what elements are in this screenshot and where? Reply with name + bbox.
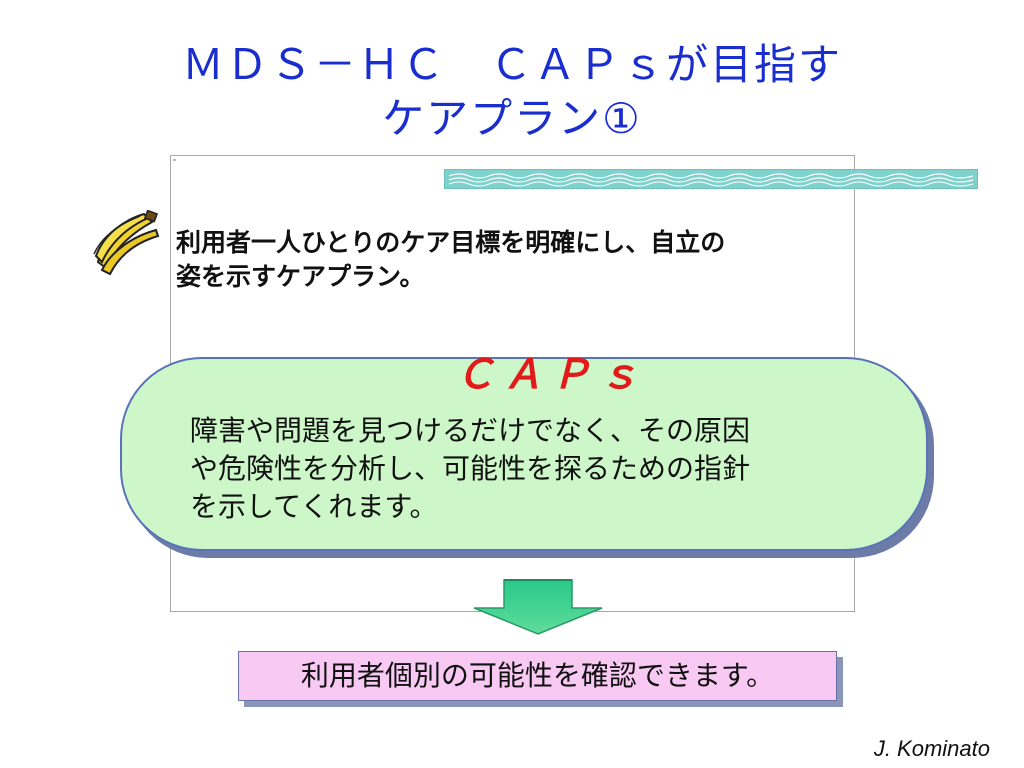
caps-explanation-line-1: 障害や問題を見つけるだけでなく、その原因 — [190, 414, 751, 447]
intro-line-2: 姿を示すケアプラン。 — [176, 262, 425, 291]
intro-line-1: 利用者一人ひとりのケア目標を明確にし、自立の — [176, 228, 726, 257]
slide-title-line-2: ケアプラン① — [382, 94, 642, 143]
caps-explanation-line-2: や危険性を分析し、可能性を探るための指針 — [190, 452, 751, 485]
slide-title-line-1: ＭＤＳ－ＨＣ ＣＡＰｓが目指す — [181, 40, 842, 89]
result-box: 利用者個別の可能性を確認できます。 — [238, 651, 837, 701]
author-credit: J. Kominato — [873, 736, 990, 761]
frame-caption: ▪ — [173, 157, 176, 162]
caps-explanation-line-3: を示してくれます。 — [190, 490, 438, 523]
banana-icon — [90, 209, 162, 276]
caps-explanation-text: 障害や問題を見つけるだけでなく、その原因 や危険性を分析し、可能性を探るための指… — [190, 412, 890, 526]
decorative-wave-bar — [444, 169, 978, 189]
slide-title: ＭＤＳ－ＨＣ ＣＡＰｓが目指す ケアプラン① — [0, 38, 1024, 146]
down-arrow-icon — [470, 578, 606, 636]
caps-explanation-box — [120, 357, 928, 551]
caps-heading: ＣＡＰｓ — [455, 352, 647, 398]
wave-pattern — [448, 173, 974, 187]
intro-text: 利用者一人ひとりのケア目標を明確にし、自立の 姿を示すケアプラン。 — [176, 226, 936, 294]
